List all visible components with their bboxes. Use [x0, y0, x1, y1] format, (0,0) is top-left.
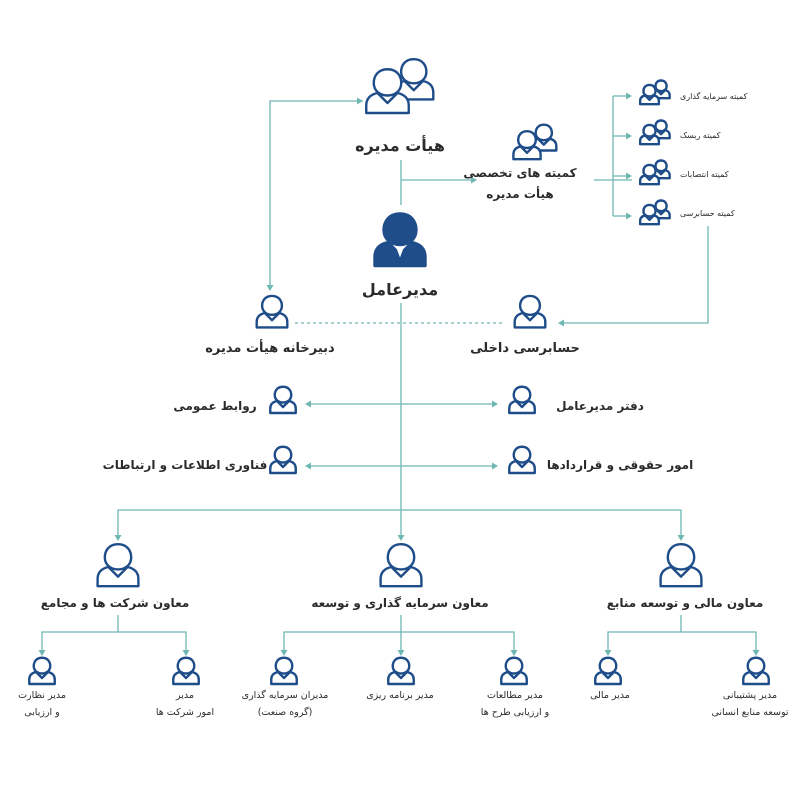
- manager-supervision: مدیر نظارت و ارزیابی: [2, 688, 82, 721]
- manager-planning-line1: مدیر برنامه ریزی: [366, 690, 434, 701]
- internal-audit-title: حسابرسی داخلی: [470, 341, 580, 356]
- ceo-office-title: دفتر مدیرعامل: [556, 399, 644, 413]
- arrow-committee-item: [626, 132, 632, 140]
- arrow-board: [357, 97, 363, 105]
- manager-support-hr: مدیر پشتیبانی توسعه منابع انسانی: [700, 688, 800, 721]
- line-board-to-secretariat: [269, 100, 363, 290]
- ceo-office-person-icon: [508, 385, 536, 415]
- manager-supervision-line1: مدیر نظارت: [18, 690, 66, 701]
- committee-label-risk: کمیته ریسک: [680, 131, 721, 140]
- manager-studies: مدیر مطالعات و ارزیابی طرح ها: [460, 688, 570, 721]
- arrow-manager: [510, 650, 518, 656]
- arrow-deputy-finance: [677, 535, 685, 541]
- secretariat-person-icon: [255, 294, 289, 329]
- committee-label-appointments: کمیته انتصابات: [680, 170, 729, 179]
- arrow-manager: [752, 650, 760, 656]
- board-secretariat-title: دبیرخانه هیأت مدیره: [205, 341, 335, 356]
- manager-person-icon: [742, 656, 770, 686]
- committees-title: کمیته های تخصصی هیأت مدیره: [455, 163, 585, 205]
- line-deputies-bus: [117, 509, 682, 537]
- manager-finance-line1: مدیر مالی: [590, 690, 630, 701]
- line-deputy2-managers: [607, 615, 757, 652]
- manager-person-icon: [28, 656, 56, 686]
- manager-company-affairs-line1: مدیر: [176, 690, 194, 701]
- connector-lines: [38, 92, 760, 656]
- arrow-it: [305, 462, 311, 470]
- arrow-committee-item: [626, 172, 632, 180]
- it-communications-title: فناوری اطلاعات و ارتباطات: [102, 458, 268, 472]
- ceo-person-icon: [373, 212, 427, 268]
- committee-label-investment: کمیته سرمایه گذاری: [680, 92, 748, 101]
- manager-person-icon: [172, 656, 200, 686]
- manager-person-icon: [270, 656, 298, 686]
- legal-person-icon: [508, 445, 536, 475]
- deputy-companies-person-icon: [96, 542, 140, 588]
- public-relations-title: روابط عمومی: [173, 399, 257, 413]
- committees-title-line2: هیأت مدیره: [486, 187, 554, 201]
- arrow-deputy-investment: [397, 535, 405, 541]
- public-relations-person-icon: [269, 385, 297, 415]
- committees-title-line1: کمیته های تخصصی: [463, 166, 577, 180]
- arrow-committee-item: [626, 212, 632, 220]
- manager-company-affairs-line2: امور شرکت ها: [155, 706, 215, 718]
- line-deputy0-managers: [41, 615, 187, 652]
- arrow-committee-item: [626, 92, 632, 100]
- manager-investment-line2: (گروه صنعت): [257, 706, 313, 718]
- arrow-deputy-companies: [114, 535, 122, 541]
- deputy-title-companies: معاون شرکت ها و مجامع: [40, 596, 190, 610]
- manager-investment: مدیران سرمایه گذاری (گروه صنعت): [225, 688, 345, 721]
- manager-studies-line2: و ارزیابی طرح ها: [480, 706, 550, 718]
- deputy-investment-person-icon: [379, 542, 423, 588]
- arrow-manager: [604, 650, 612, 656]
- committee-group-icon: [638, 119, 671, 146]
- committees-group-icon: [512, 123, 558, 161]
- manager-company-affairs: مدیر امور شرکت ها: [140, 688, 230, 721]
- arrow-internal-audit: [558, 319, 564, 327]
- arrow-manager: [280, 650, 288, 656]
- manager-support-hr-line2: توسعه منابع انسانی: [711, 706, 789, 718]
- manager-person-icon: [594, 656, 622, 686]
- manager-finance: مدیر مالی: [570, 688, 650, 705]
- arrow-legal: [492, 462, 498, 470]
- deputy-title-finance: معاون مالی و توسعه منابع: [606, 596, 764, 610]
- board-title: هیأت مدیره: [355, 136, 445, 155]
- arrow-public-relations: [305, 400, 311, 408]
- manager-investment-line1: مدیران سرمایه گذاری: [241, 690, 329, 701]
- line-deputy1-managers: [283, 615, 515, 652]
- board-group-icon: [365, 57, 435, 115]
- deputy-title-investment: معاون سرمایه گذاری و توسعه: [311, 596, 489, 610]
- arrow-manager: [397, 650, 405, 656]
- arrow-ceo-office: [492, 400, 498, 408]
- manager-person-icon: [500, 656, 528, 686]
- manager-studies-line1: مدیر مطالعات: [486, 690, 544, 701]
- arrow-manager: [182, 650, 190, 656]
- internal-audit-person-icon: [513, 294, 547, 329]
- committee-group-icon: [638, 199, 671, 226]
- arrow-secretariat: [266, 285, 274, 291]
- deputy-finance-person-icon: [659, 542, 703, 588]
- manager-support-hr-line1: مدیر پشتیبانی: [722, 690, 778, 701]
- manager-supervision-line2: و ارزیابی: [24, 706, 60, 718]
- committee-group-icon: [638, 159, 671, 186]
- icons-layer: [28, 57, 770, 686]
- committee-group-icon: [638, 79, 671, 106]
- arrow-manager: [38, 650, 46, 656]
- manager-planning: مدیر برنامه ریزی: [345, 688, 455, 705]
- committee-label-audit: کمیته حسابرسی: [680, 209, 735, 218]
- arrow-committees: [471, 176, 477, 184]
- legal-contracts-title: امور حقوقی و قراردادها: [546, 458, 694, 472]
- manager-person-icon: [387, 656, 415, 686]
- ceo-title: مدیرعامل: [361, 280, 439, 299]
- line-audit-committee-to-internal-audit: [560, 226, 709, 324]
- it-person-icon: [269, 445, 297, 475]
